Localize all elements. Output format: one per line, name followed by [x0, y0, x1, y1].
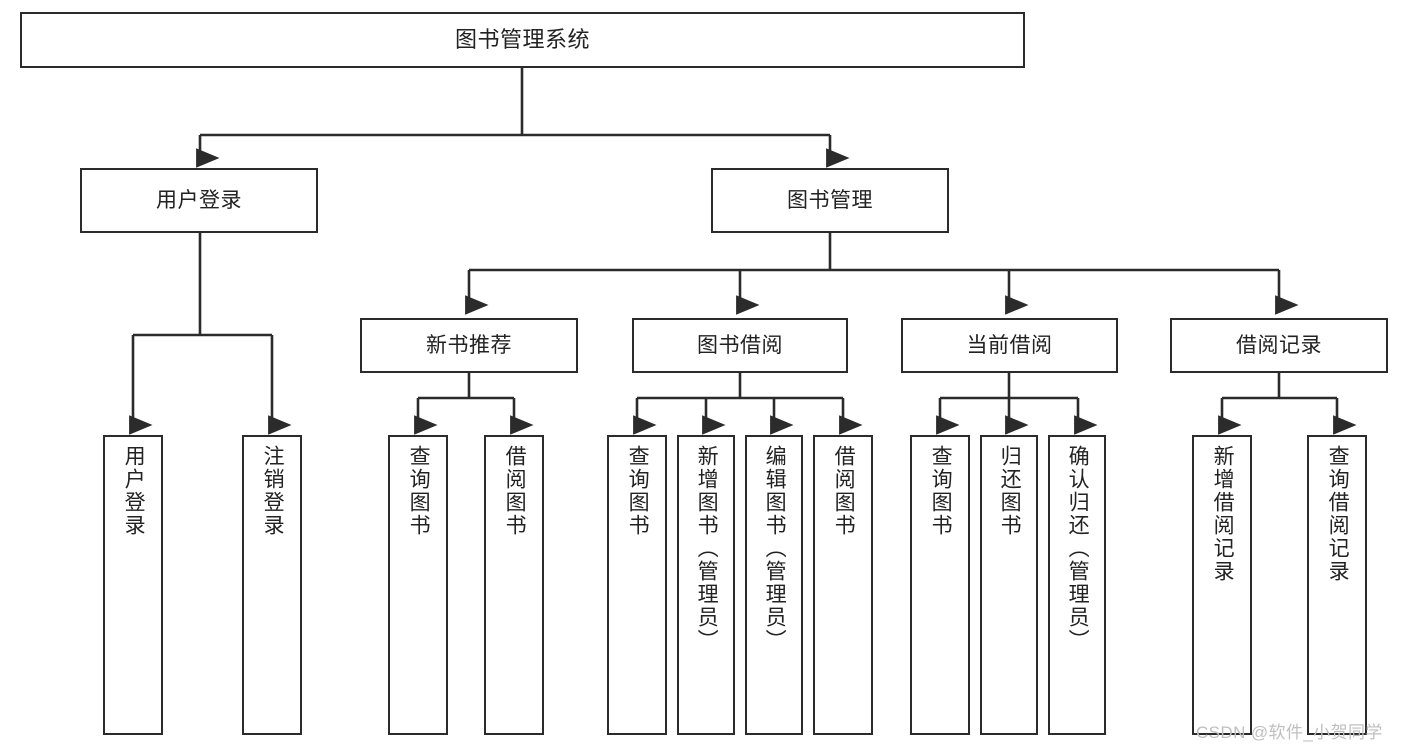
- node-label: 借阅图书: [503, 445, 527, 537]
- node-label: 借阅记录: [1236, 333, 1322, 357]
- node-borrow-record[interactable]: 借阅记录: [1170, 318, 1388, 373]
- node-label: 注销登录: [261, 445, 285, 537]
- node-label: 当前借阅: [966, 333, 1053, 357]
- node-label: 图书管理: [787, 188, 873, 212]
- node-label: 查询图书: [407, 445, 431, 537]
- node-label: 图书借阅: [697, 333, 783, 357]
- node-leaf-query-book-bb[interactable]: 查询图书: [607, 435, 667, 735]
- node-label: 用户登录: [122, 445, 146, 537]
- node-label: 查询借阅记录: [1326, 445, 1350, 583]
- node-user-login[interactable]: 用户登录: [80, 168, 318, 233]
- node-leaf-borrow-book-nb[interactable]: 借阅图书: [484, 435, 544, 735]
- node-leaf-edit-book-admin[interactable]: 编辑图书（管理员）: [745, 435, 803, 735]
- node-label: 借阅图书: [832, 445, 856, 537]
- node-leaf-query-book-nb[interactable]: 查询图书: [388, 435, 448, 735]
- node-book-borrow[interactable]: 图书借阅: [632, 318, 848, 373]
- node-label: 新书推荐: [426, 333, 512, 357]
- node-leaf-query-borrow-record[interactable]: 查询借阅记录: [1307, 435, 1367, 735]
- node-label: 新增借阅记录: [1211, 445, 1235, 583]
- node-book-management[interactable]: 图书管理: [711, 168, 949, 233]
- node-label: 用户登录: [156, 188, 242, 212]
- node-label: 图书管理系统: [454, 26, 590, 52]
- node-leaf-add-borrow-record[interactable]: 新增借阅记录: [1192, 435, 1252, 735]
- node-label: 编辑图书（管理员）: [763, 445, 787, 652]
- node-label: 查询图书: [929, 445, 953, 537]
- node-label: 新增图书（管理员）: [695, 445, 719, 652]
- node-leaf-return-book[interactable]: 归还图书: [980, 435, 1038, 735]
- node-leaf-borrow-book-bb[interactable]: 借阅图书: [813, 435, 873, 735]
- node-leaf-logout[interactable]: 注销登录: [242, 435, 302, 735]
- node-leaf-user-login[interactable]: 用户登录: [103, 435, 163, 735]
- node-leaf-add-book-admin[interactable]: 新增图书（管理员）: [677, 435, 735, 735]
- node-current-borrow[interactable]: 当前借阅: [901, 318, 1118, 373]
- node-leaf-query-book-cb[interactable]: 查询图书: [910, 435, 970, 735]
- node-label: 确认归还（管理员）: [1066, 445, 1090, 652]
- node-new-book-recommend[interactable]: 新书推荐: [360, 318, 578, 373]
- node-label: 查询图书: [626, 445, 650, 537]
- node-root-book-management-system[interactable]: 图书管理系统: [20, 12, 1025, 68]
- node-leaf-confirm-return-admin[interactable]: 确认归还（管理员）: [1048, 435, 1106, 735]
- node-label: 归还图书: [998, 445, 1022, 537]
